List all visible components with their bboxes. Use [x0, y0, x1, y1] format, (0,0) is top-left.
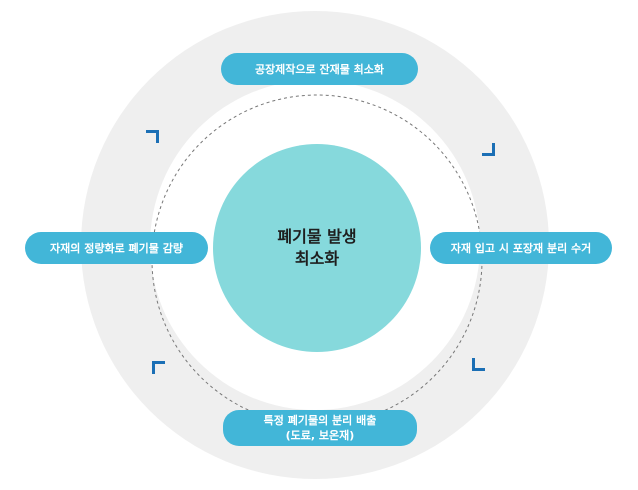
center-title-line1: 폐기물 발생 — [277, 227, 357, 246]
node-right-label: 자재 입고 시 포장재 분리 수거 — [450, 241, 592, 255]
corner-bracket-bottom-right — [472, 358, 485, 371]
node-top: 공장제작으로 잔재물 최소화 — [221, 53, 418, 85]
corner-bracket-top-right — [482, 143, 495, 156]
node-left-label: 자재의 정량화로 폐기물 감량 — [50, 241, 183, 255]
center-title-line2: 최소화 — [294, 249, 340, 268]
center-circle: 폐기물 발생 최소화 — [213, 144, 421, 352]
corner-bracket-bottom-left — [152, 361, 165, 374]
corner-bracket-top-left — [146, 130, 159, 143]
node-bottom-label-line1: 특정 폐기물의 분리 배출 — [263, 414, 377, 427]
node-left: 자재의 정량화로 폐기물 감량 — [25, 232, 208, 264]
node-bottom-label-line2: (도료, 보온재) — [285, 429, 355, 442]
node-top-label: 공장제작으로 잔재물 최소화 — [254, 62, 385, 76]
node-right: 자재 입고 시 포장재 분리 수거 — [430, 232, 612, 264]
node-bottom: 특정 폐기물의 분리 배출 (도료, 보온재) — [223, 410, 417, 446]
